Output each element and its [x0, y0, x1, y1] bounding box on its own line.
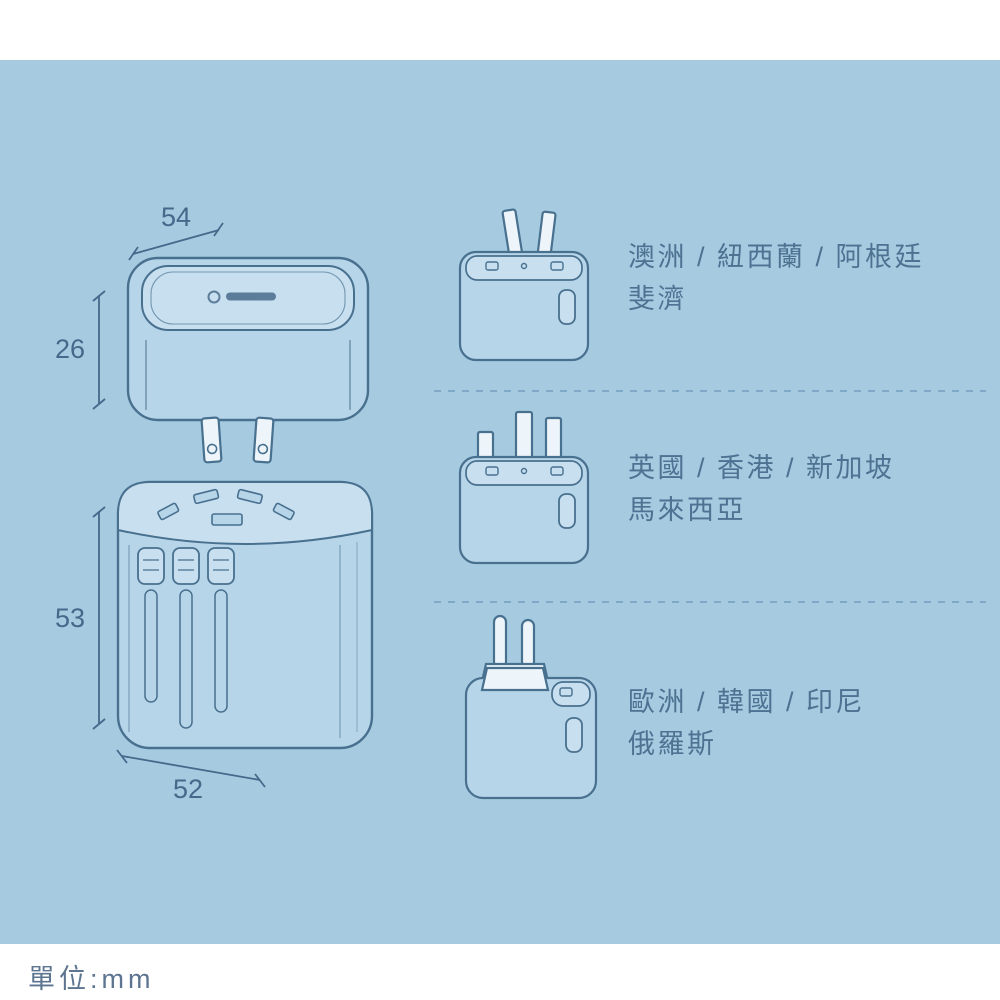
- cube-side-slot: [558, 289, 576, 325]
- cube-top-marks: [485, 466, 564, 476]
- region-label-us-au: 澳洲 / 紐西蘭 / 阿根廷 斐濟: [628, 236, 988, 320]
- lid-us-pins: [200, 416, 275, 464]
- dimension-lid-width: [128, 222, 224, 261]
- uk-pins-icon: [476, 410, 563, 464]
- unit-label: 單位:mm: [28, 964, 155, 994]
- region-line2: 俄羅斯: [628, 729, 717, 759]
- region-label-uk: 英國 / 香港 / 新加坡 馬來西亞: [628, 447, 988, 531]
- dimension-body-width: [116, 749, 266, 788]
- plug-variant-us-au: [458, 208, 590, 362]
- region-label-eu: 歐洲 / 韓國 / 印尼 俄羅斯: [628, 681, 988, 765]
- cube-side-slot: [558, 493, 576, 529]
- body-top-face: [117, 481, 373, 545]
- dimension-label-54: 54: [161, 202, 191, 232]
- us-au-pins-icon: [501, 208, 557, 260]
- region-line2: 馬來西亞: [628, 495, 746, 525]
- bottom-white-band: [0, 944, 1000, 1000]
- universal-socket-cutouts: [157, 488, 295, 526]
- slider-1: [137, 547, 165, 703]
- cube-side-slot: [565, 717, 583, 753]
- brand-logo-mark: [207, 290, 276, 304]
- cube-top-face: [551, 681, 591, 707]
- cube-top-marks: [559, 687, 573, 697]
- region-line1: 澳洲 / 紐西蘭 / 阿根廷: [628, 242, 925, 272]
- dimension-lid-height: [92, 290, 106, 410]
- adapter-lid-drawing: [126, 256, 370, 464]
- slider-2: [172, 547, 200, 729]
- adapter-body-drawing: [116, 480, 374, 750]
- slider-3: [207, 547, 235, 713]
- plug-selector-sliders: [137, 547, 235, 729]
- lid-top-face-inner-line: [150, 271, 346, 325]
- region-line1: 英國 / 香港 / 新加坡: [628, 453, 895, 483]
- dimension-label-52: 52: [173, 774, 203, 804]
- dimension-label-53: 53: [55, 603, 85, 633]
- plug-variant-uk: [458, 410, 590, 565]
- region-line1: 歐洲 / 韓國 / 印尼: [628, 687, 866, 717]
- plug-variant-eu: [464, 614, 598, 800]
- region-line2: 斐濟: [628, 284, 687, 314]
- dimension-body-height: [92, 506, 106, 730]
- dimension-label-26: 26: [55, 334, 85, 364]
- top-white-band: [0, 0, 1000, 60]
- dimension-annotations: [92, 222, 266, 788]
- cube-top-marks: [485, 261, 564, 271]
- eu-plug-base-overlap: [480, 666, 550, 692]
